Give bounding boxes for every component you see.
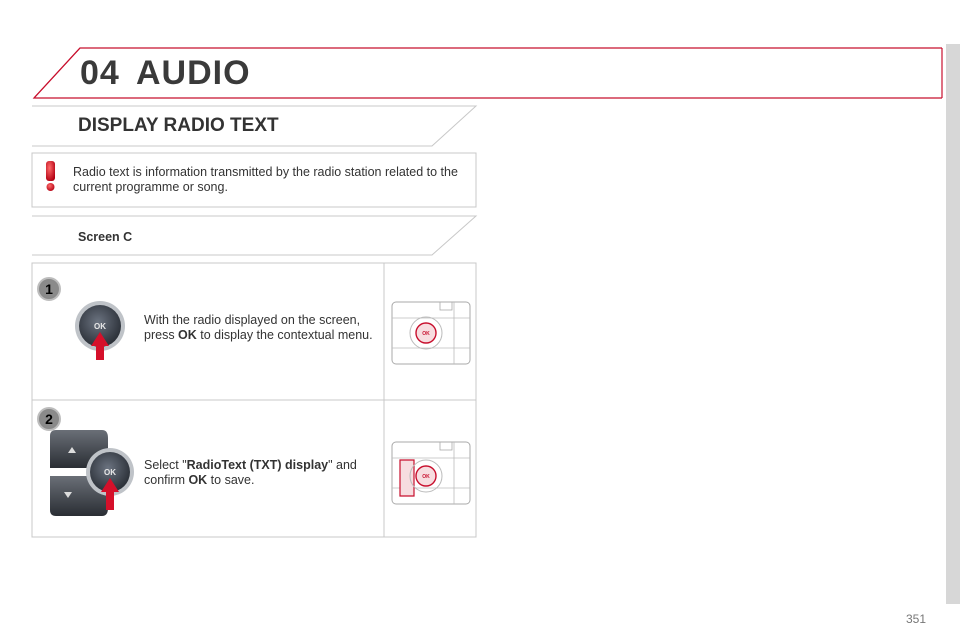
svg-text:1: 1 [45, 281, 53, 297]
svg-text:2: 2 [45, 411, 53, 427]
step-number-badge: 2 [37, 407, 61, 431]
screen-label: Screen C [78, 230, 133, 244]
step-number-badge: 1 [37, 277, 61, 301]
radio-panel-illustration: OK [391, 301, 471, 365]
warning-exclamation-icon [46, 161, 55, 191]
radio-panel-illustration: OK [391, 441, 471, 505]
svg-text:OK: OK [94, 322, 106, 331]
svg-text:OK: OK [422, 474, 430, 480]
ok-knob-icon: OK [75, 301, 125, 360]
info-text: Radio text is information transmitted by… [73, 165, 458, 194]
ok-knob-arrows-icon: OK [50, 430, 134, 516]
svg-text:OK: OK [422, 331, 430, 337]
chapter-title: AUDIO [136, 54, 251, 92]
step-2-text: Select "RadioText (TXT) display" and con… [144, 458, 357, 487]
header-frame [32, 47, 943, 99]
step-1-text: With the radio displayed on the screen, … [144, 313, 373, 342]
section-title: DISPLAY RADIO TEXT [78, 115, 279, 136]
svg-text:OK: OK [104, 468, 116, 477]
chapter-number: 04 [80, 54, 120, 92]
page-number: 351 [906, 612, 927, 626]
page-side-bar [946, 44, 960, 604]
